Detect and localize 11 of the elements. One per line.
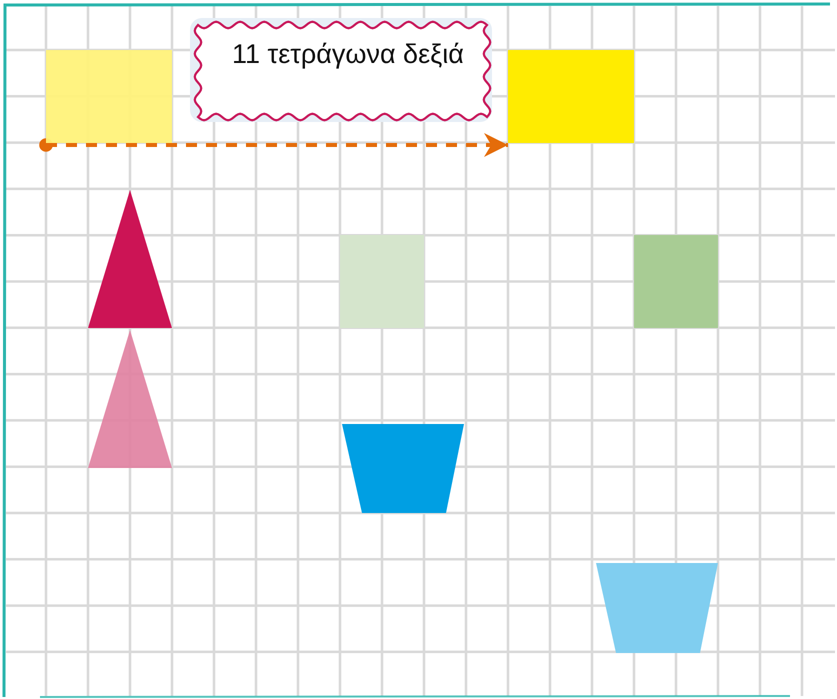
callout-text: 11 τετράγωνα δεξιά bbox=[232, 38, 465, 71]
faded-trapezoid bbox=[596, 563, 718, 653]
faded-square bbox=[46, 50, 172, 143]
square bbox=[634, 235, 718, 328]
dashed-arrow bbox=[39, 133, 508, 157]
trapezoid bbox=[342, 424, 464, 513]
triangle bbox=[88, 190, 172, 328]
square bbox=[508, 50, 634, 143]
faded-square bbox=[340, 235, 424, 328]
faded-triangle bbox=[88, 330, 172, 468]
wavy-callout bbox=[190, 18, 492, 122]
